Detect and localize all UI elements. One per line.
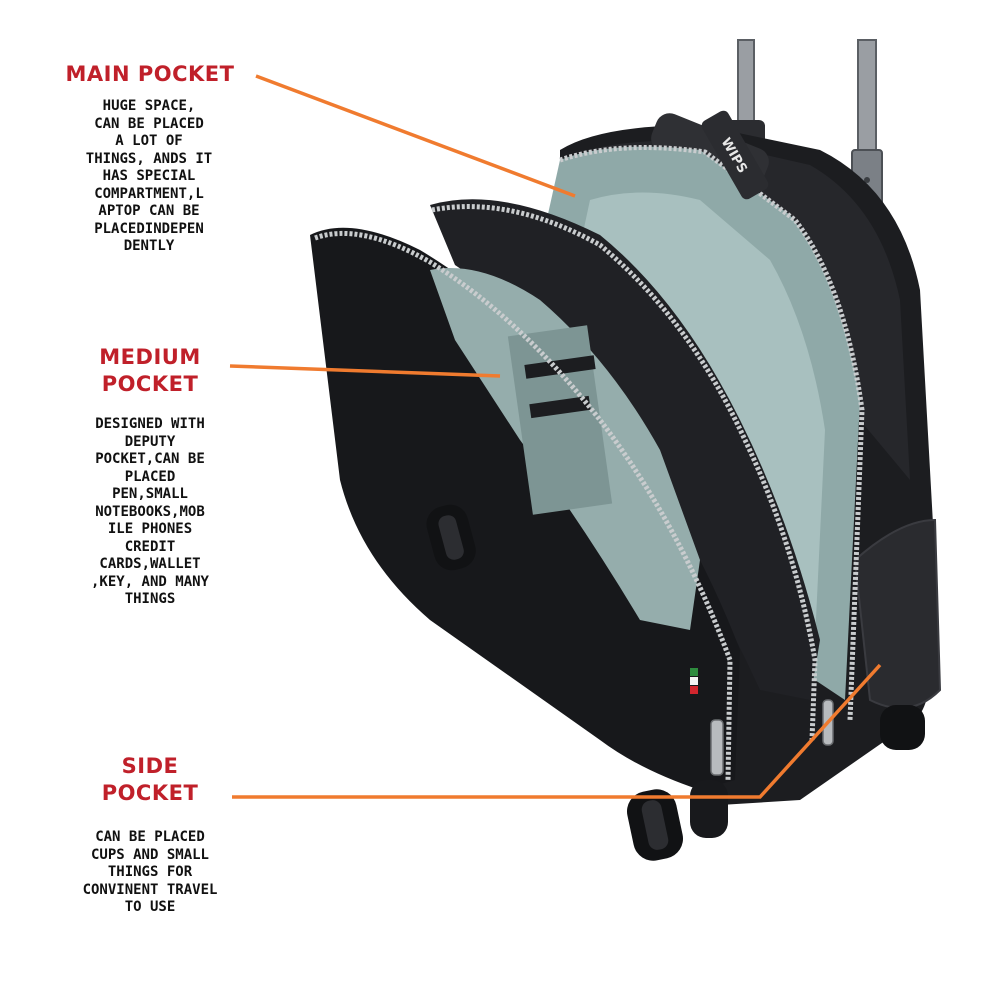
side-desc-line: CUPS AND SMALL [90, 846, 209, 863]
main-desc-line: COMPARTMENT,L [94, 185, 204, 202]
medium-pocket-callout: MEDIUM POCKET DESIGNED WITH DEPUTY POCKE… [55, 344, 245, 609]
side-pocket-callout: SIDE POCKET CAN BE PLACED CUPS AND SMALL… [55, 753, 245, 917]
main-desc-line: HUGE SPACE, [102, 98, 196, 114]
medium-desc-line: ILE PHONES [107, 521, 193, 537]
side-desc-line: CAN BE PLACED [95, 829, 205, 845]
main-desc-line: CAN BE PLACED [94, 115, 204, 132]
side-desc-line: TO USE [124, 899, 176, 915]
main-pocket-description: HUGE SPACE, CAN BE PLACED A LOT OF THING… [69, 98, 229, 256]
side-pocket-title-line: SIDE [121, 754, 179, 778]
main-desc-line: DENTLY [123, 238, 175, 254]
bag-body [310, 113, 942, 805]
medium-desc-line: NOTEBOOKS,MOB [95, 503, 205, 520]
medium-desc-line: ,KEY, AND MANY [90, 573, 209, 590]
side-desc-line: CONVINENT TRAVEL [82, 881, 218, 898]
main-desc-line: THINGS, ANDS IT [85, 150, 213, 167]
main-desc-line: HAS SPECIAL [102, 168, 196, 184]
side-pocket-title-line: POCKET [101, 781, 199, 805]
main-desc-line: A LOT OF [115, 133, 183, 149]
side-pocket-title: SIDE POCKET [55, 753, 245, 807]
side-pocket-leader-line [232, 663, 882, 799]
medium-pocket-leader-line [229, 364, 501, 378]
medium-pocket-title: MEDIUM POCKET [55, 344, 245, 398]
medium-desc-line: POCKET,CAN BE [95, 451, 205, 467]
medium-desc-line: PEN,SMALL [112, 486, 188, 502]
main-pocket-callout: MAIN POCKET HUGE SPACE, CAN BE PLACED A … [55, 61, 245, 256]
side-desc-line: THINGS FOR [107, 864, 193, 880]
medium-desc-line: DEPUTY [124, 433, 176, 450]
medium-pocket-title-line: POCKET [101, 372, 199, 396]
medium-desc-line: PLACED [124, 468, 176, 485]
main-desc-line: APTOP CAN BE [98, 203, 200, 219]
medium-pocket-title-line: MEDIUM [99, 345, 201, 369]
main-pocket-title: MAIN POCKET [55, 61, 245, 88]
side-pocket-description: CAN BE PLACED CUPS AND SMALL THINGS FOR … [55, 829, 245, 917]
medium-desc-line: THINGS [124, 591, 176, 607]
main-desc-line: PLACEDINDEPEN [94, 220, 204, 237]
caster-wheels [426, 504, 925, 861]
main-pocket-leader-line [255, 74, 576, 198]
medium-desc-line: DESIGNED WITH [95, 416, 205, 432]
medium-desc-line: CARDS,WALLET [99, 556, 201, 572]
medium-desc-line: CREDIT [124, 538, 176, 555]
main-pocket-title-line: MAIN POCKET [65, 62, 235, 86]
medium-pocket-description: DESIGNED WITH DEPUTY POCKET,CAN BE PLACE… [55, 416, 245, 609]
